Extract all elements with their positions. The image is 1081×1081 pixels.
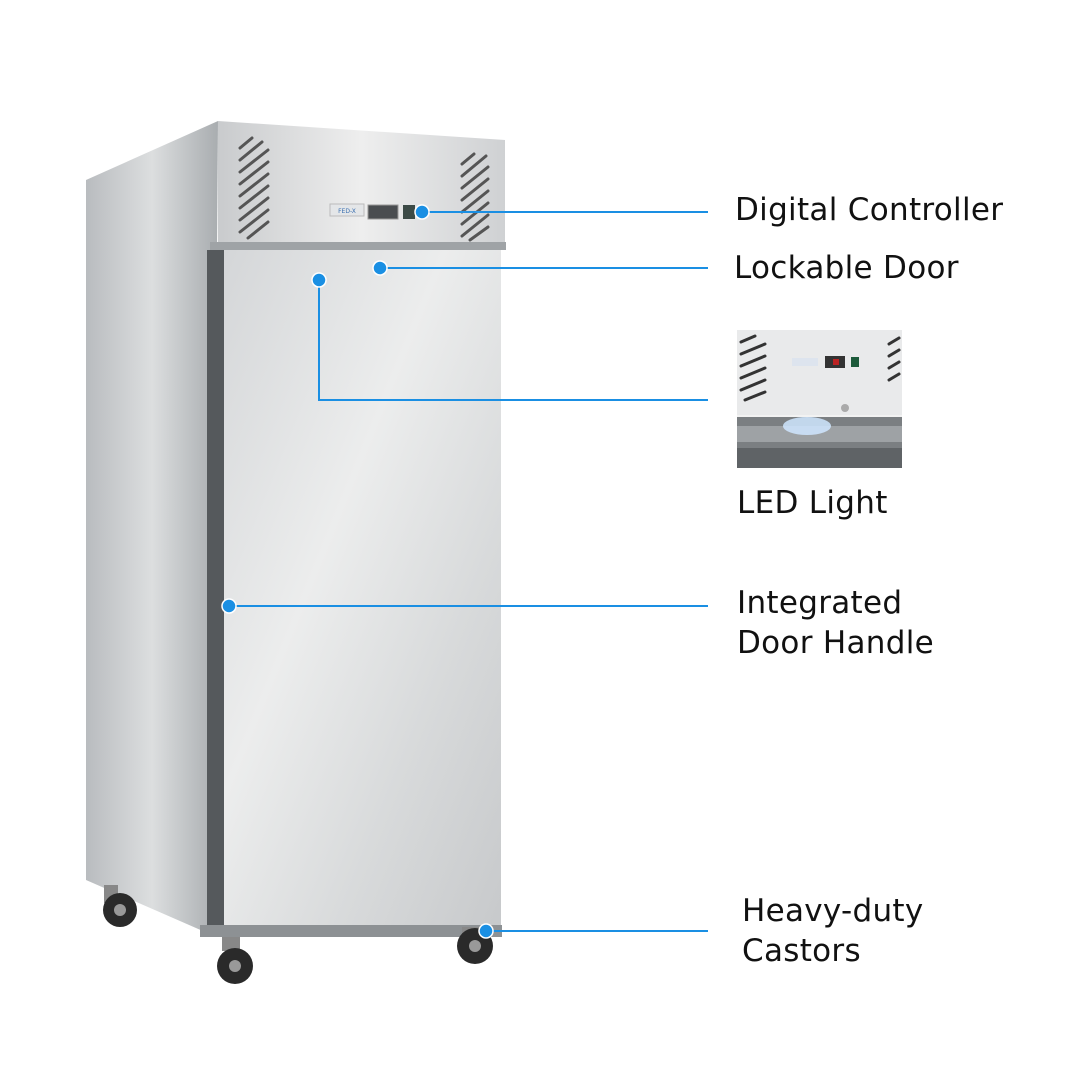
- fridge-control-panel: [218, 121, 505, 245]
- callout-led-light: LED Light: [737, 485, 888, 521]
- fridge-top-trim: [210, 242, 506, 250]
- vent-slots-icon: [238, 136, 490, 242]
- callout-digital-controller: Digital Controller: [735, 192, 1004, 228]
- power-switch: [403, 205, 415, 219]
- callout-lockable-door: Lockable Door: [734, 250, 959, 286]
- castor-wheels: [103, 885, 493, 984]
- door-handle-strip: [207, 250, 224, 936]
- fridge-door: [224, 250, 501, 934]
- callout-dots: [221, 204, 494, 939]
- led-light-inset-photo: [737, 330, 902, 468]
- fridge-base: [200, 925, 502, 937]
- fridge-side-panel: [86, 121, 218, 935]
- brand-logo: [329, 203, 365, 217]
- callout-castors-line1: Heavy-duty: [742, 893, 924, 929]
- brand-logo-text: FED-X: [338, 208, 356, 215]
- callout-door-handle-line2: Door Handle: [737, 625, 935, 661]
- temperature-display: [367, 204, 399, 220]
- callout-door-handle-line1: Integrated: [737, 585, 903, 621]
- callout-castors-line2: Castors: [742, 933, 861, 969]
- callout-lines: [229, 211, 708, 932]
